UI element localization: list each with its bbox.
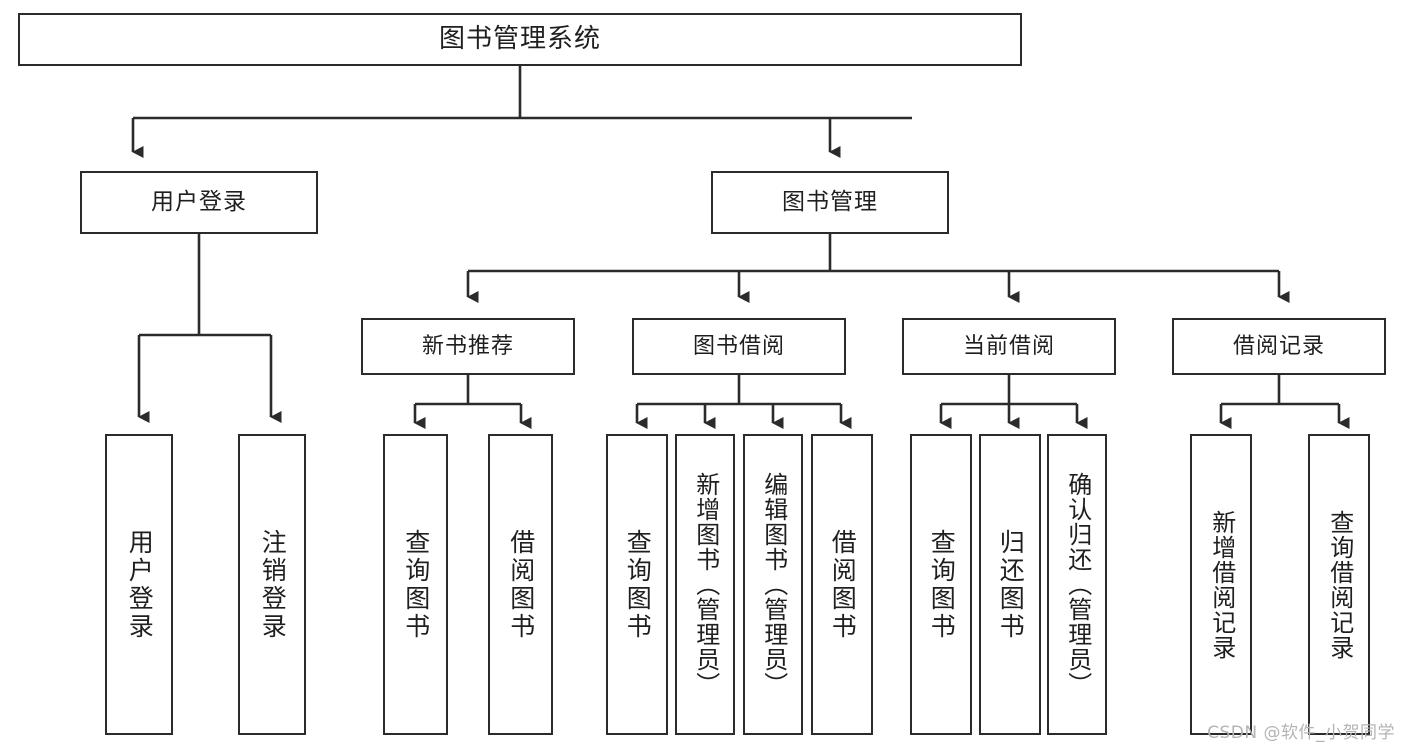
leaf-borrow-record-add-record-label: 新增借阅记录: [1207, 509, 1236, 660]
leaf-current-borrow-confirm-return-admin-label: 确认归还（管理员）: [1063, 472, 1092, 697]
leaf-borrow-record-add-record[interactable]: 新增借阅记录: [1190, 434, 1252, 735]
node-book-borrow-label: 图书借阅: [692, 333, 785, 359]
leaf-borrow-record-query-record-label: 查询借阅记录: [1325, 509, 1354, 660]
leaf-book-borrow-query-book[interactable]: 查询图书: [606, 434, 668, 735]
leaf-new-book-query-book-label: 查询图书: [401, 528, 431, 641]
leaf-current-borrow-confirm-return-admin[interactable]: 确认归还（管理员）: [1047, 434, 1107, 735]
node-book-borrow[interactable]: 图书借阅: [632, 318, 846, 375]
leaf-book-borrow-add-book-admin[interactable]: 新增图书（管理员）: [675, 434, 735, 735]
leaf-book-borrow-borrow-book[interactable]: 借阅图书: [811, 434, 873, 735]
leaf-current-borrow-query-book-label: 查询图书: [927, 528, 957, 641]
leaf-book-borrow-borrow-book-label: 借阅图书: [828, 528, 858, 641]
leaf-new-book-query-book[interactable]: 查询图书: [383, 434, 448, 735]
leaf-user-login-login-label: 用户登录: [125, 528, 155, 641]
leaf-user-login-logout-label: 注销登录: [258, 528, 288, 641]
node-root-book-management-system[interactable]: 图书管理系统: [18, 13, 1022, 66]
node-new-book-recommend-label: 新书推荐: [421, 333, 514, 359]
node-borrow-record[interactable]: 借阅记录: [1172, 318, 1386, 375]
leaf-borrow-record-query-record[interactable]: 查询借阅记录: [1308, 434, 1370, 735]
leaf-book-borrow-query-book-label: 查询图书: [623, 528, 653, 641]
leaf-book-borrow-edit-book-admin[interactable]: 编辑图书（管理员）: [743, 434, 803, 735]
leaf-user-login-login[interactable]: 用户登录: [105, 434, 173, 735]
leaf-current-borrow-query-book[interactable]: 查询图书: [910, 434, 972, 735]
leaf-book-borrow-edit-book-admin-label: 编辑图书（管理员）: [759, 472, 788, 697]
node-user-login[interactable]: 用户登录: [80, 171, 318, 234]
node-user-login-label: 用户登录: [151, 189, 247, 216]
node-new-book-recommend[interactable]: 新书推荐: [361, 318, 575, 375]
node-root-label: 图书管理系统: [438, 23, 601, 54]
node-current-borrow[interactable]: 当前借阅: [902, 318, 1116, 375]
node-current-borrow-label: 当前借阅: [962, 333, 1055, 359]
leaf-current-borrow-return-book-label: 归还图书: [996, 528, 1026, 641]
leaf-current-borrow-return-book[interactable]: 归还图书: [979, 434, 1041, 735]
leaf-user-login-logout[interactable]: 注销登录: [238, 434, 306, 735]
leaf-new-book-borrow-book[interactable]: 借阅图书: [488, 434, 553, 735]
node-book-management[interactable]: 图书管理: [711, 171, 949, 234]
leaf-book-borrow-add-book-admin-label: 新增图书（管理员）: [691, 472, 720, 697]
node-book-management-label: 图书管理: [782, 189, 878, 216]
leaf-new-book-borrow-book-label: 借阅图书: [506, 528, 536, 641]
node-borrow-record-label: 借阅记录: [1232, 333, 1325, 359]
